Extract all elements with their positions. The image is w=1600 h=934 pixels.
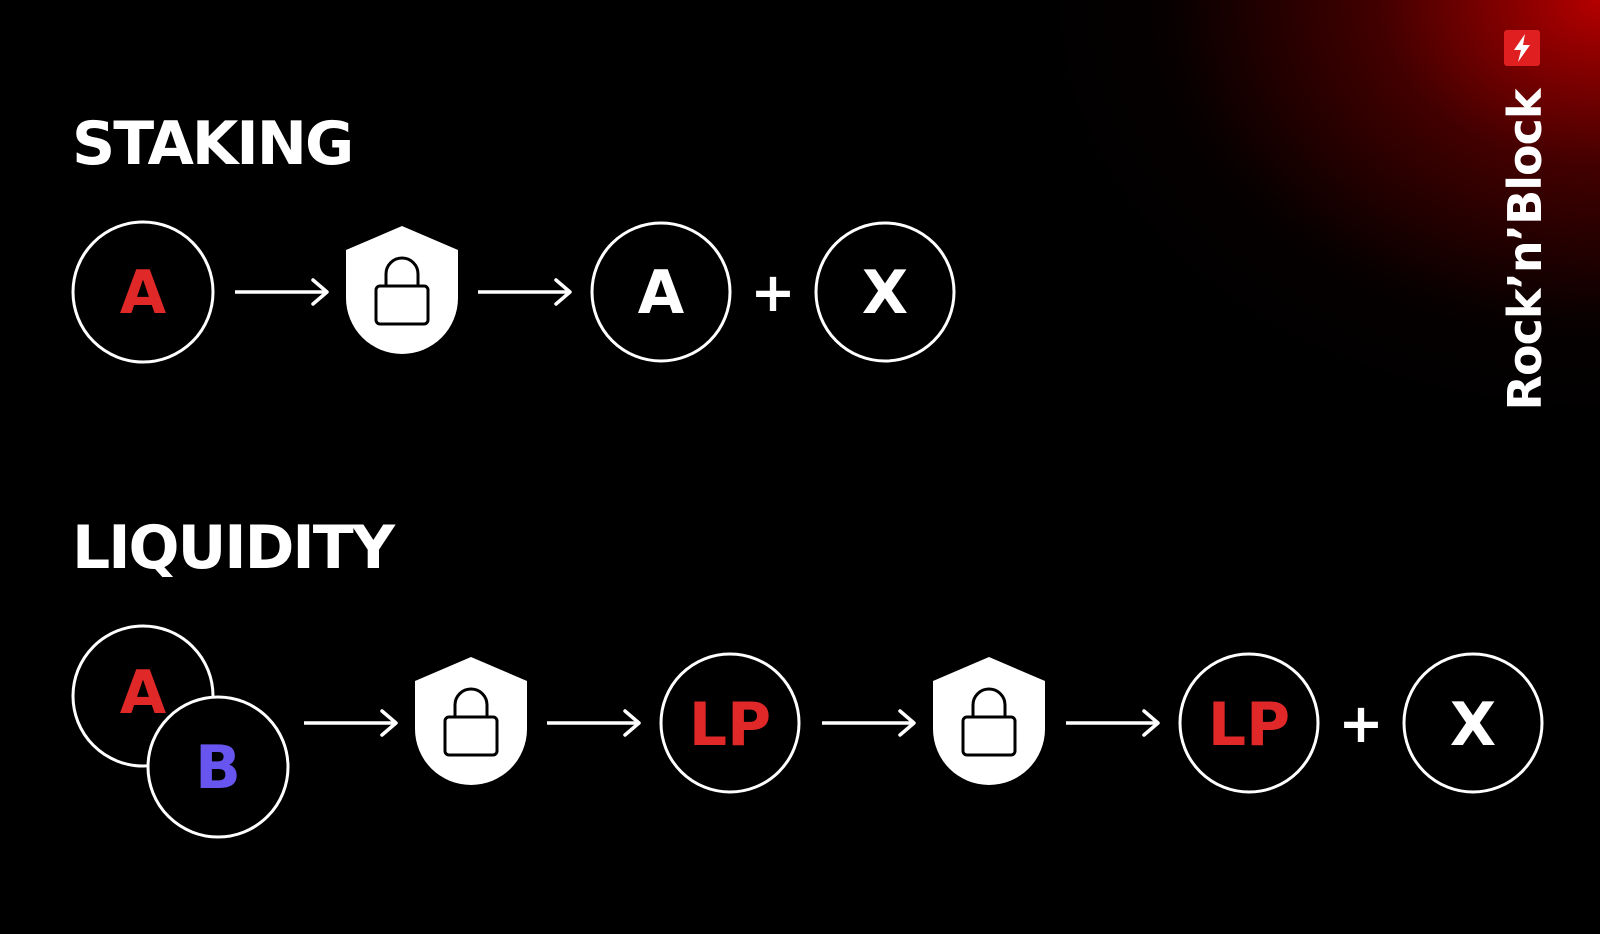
staking-vault-icon: [344, 224, 460, 356]
plus-sign: +: [750, 261, 795, 324]
token-a-label: A: [120, 658, 167, 728]
liquidity-pool-vault-icon: [413, 655, 529, 787]
liquidity-title: LIQUIDITY: [72, 513, 395, 583]
brand-logo-text: Rock’n’Block: [1498, 89, 1552, 411]
lp-staking-vault-icon: [931, 655, 1047, 787]
staking-input-token: A: [71, 220, 215, 364]
staking-output-token: A: [590, 221, 732, 363]
liquidity-flow: A B LP: [71, 624, 1544, 839]
liquidity-reward-label: X: [1450, 690, 1496, 760]
staking-output-label: A: [638, 258, 685, 328]
liquidity-reward-token: X: [1402, 652, 1544, 794]
arrow-icon: [822, 709, 916, 737]
lp-token-label: LP: [689, 690, 771, 760]
staked-lp-token: LP: [1178, 652, 1320, 794]
lp-token: LP: [659, 652, 801, 794]
staking-title: STAKING: [72, 109, 354, 179]
lightning-bolt-icon: [1504, 30, 1540, 66]
arrow-icon: [235, 278, 329, 306]
plus-sign: +: [1338, 692, 1383, 755]
staked-lp-label: LP: [1208, 690, 1290, 760]
staking-reward-label: X: [862, 258, 908, 328]
arrow-icon: [1066, 709, 1160, 737]
arrow-icon: [547, 709, 641, 737]
arrow-icon: [304, 709, 398, 737]
staking-flow: A A + X: [71, 220, 956, 364]
token-b-label: B: [195, 733, 241, 803]
arrow-icon: [478, 278, 572, 306]
staking-reward-token: X: [814, 221, 956, 363]
liquidity-input-token-b: B: [146, 695, 290, 839]
staking-input-label: A: [120, 258, 167, 328]
